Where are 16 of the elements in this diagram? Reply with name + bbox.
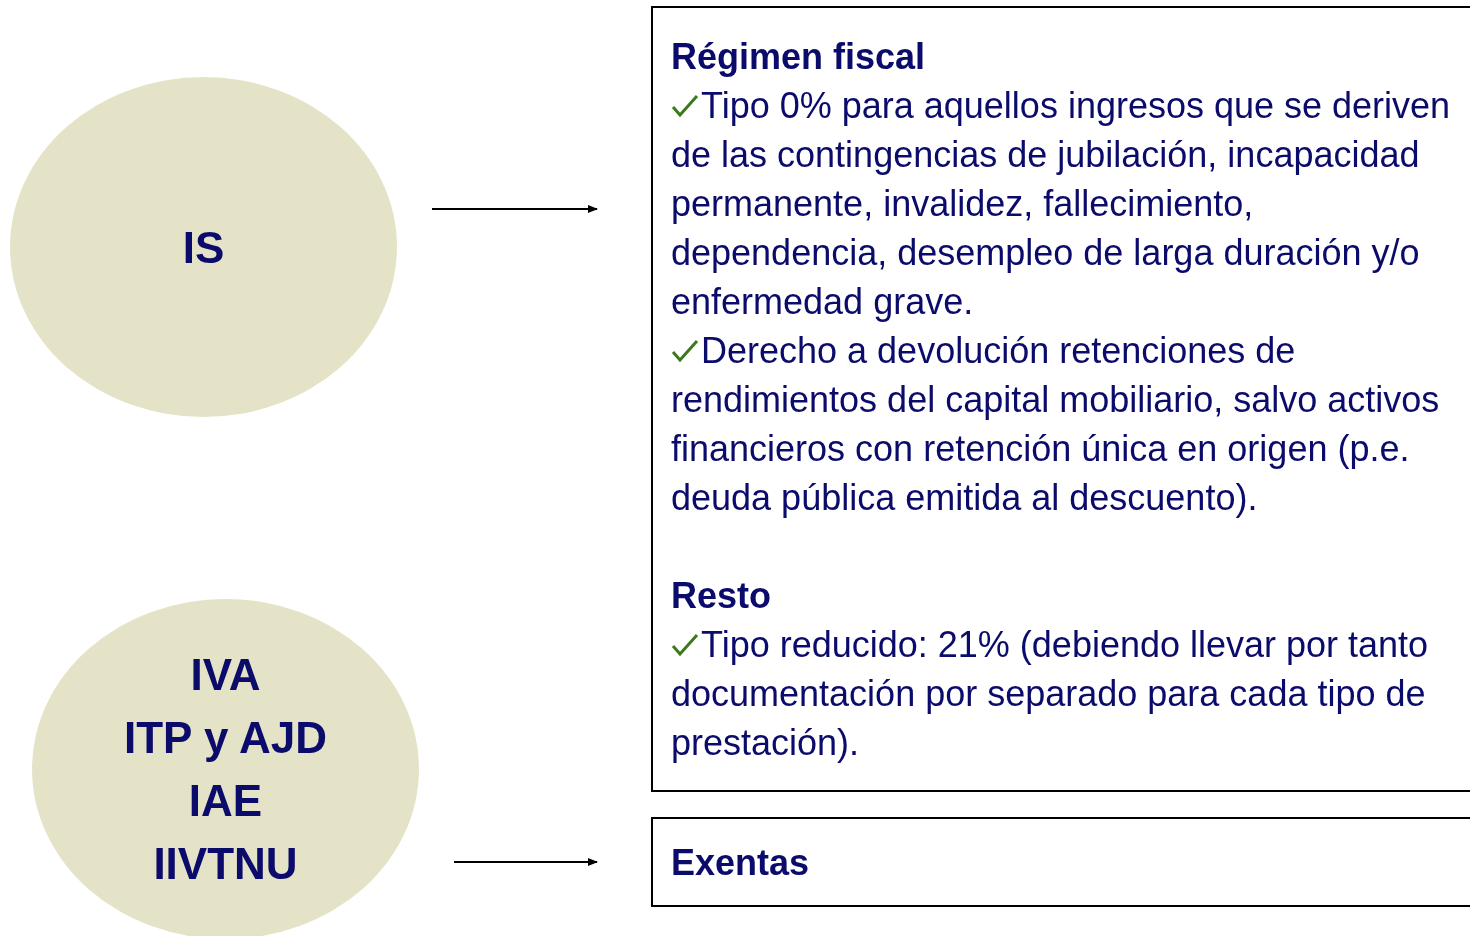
tax-label: IS — [182, 221, 225, 274]
arrow — [453, 858, 598, 866]
tax-label: IVA — [190, 649, 261, 701]
tax-label: ITP y AJD — [124, 712, 327, 764]
bullet-text: Derecho a devolución retenciones de rendimientos del capital mobiliario, salvo activos financieros con retención única en origen (p.e. deuda pública emitida al descuento). — [671, 329, 1441, 520]
section-heading: Resto — [671, 574, 773, 618]
bullet-text: Tipo reducido: 21% (debiendo llevar por tanto documentación por separado para cada tipo de prestación). — [671, 623, 1430, 765]
section-heading: Régimen fiscal — [671, 35, 927, 79]
tax-ellipse — [10, 77, 397, 417]
section-heading: Exentas — [671, 841, 811, 885]
info-box — [651, 6, 1470, 792]
tax-label: IAE — [188, 775, 263, 827]
bullet-text: Tipo 0% para aquellos ingresos que se deriven de las contingencias de jubilación, incapacidad permanente, invalidez, fallecimiento, dependencia, desempleo de larga duración y/o enfermedad grave. — [671, 84, 1452, 324]
tax-label: IIVTNU — [153, 838, 298, 890]
info-box — [651, 817, 1470, 907]
arrow — [431, 205, 598, 213]
